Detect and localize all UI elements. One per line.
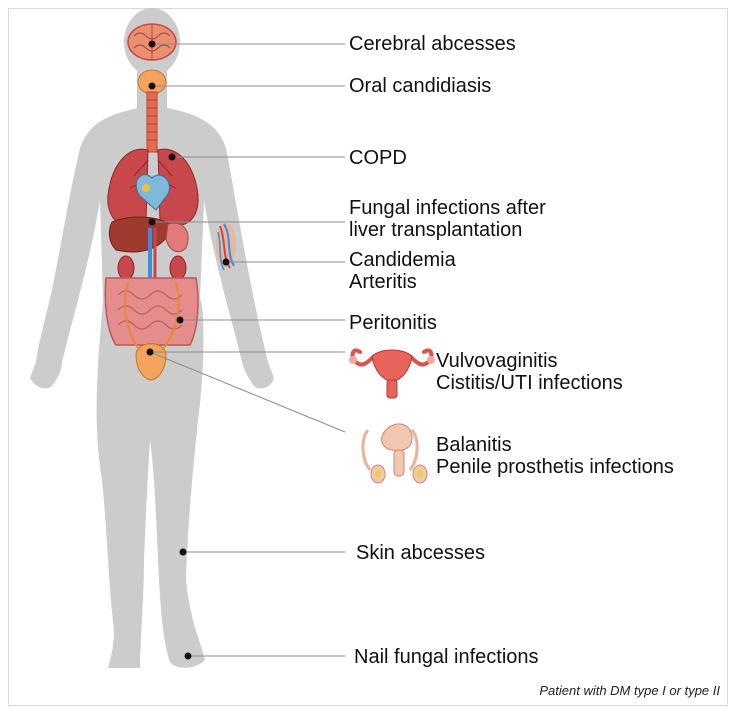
- figure-caption: Patient with DM type I or type II: [539, 683, 720, 698]
- label-nail-fungal-infections: Nail fungal infections: [354, 646, 539, 668]
- label-fungal-infections-line2: liver transplantation: [349, 219, 522, 241]
- male-reproductive-icon: [363, 424, 427, 483]
- marker-dot: [223, 259, 230, 266]
- label-arteritis: Arteritis: [349, 271, 417, 293]
- label-vulvovaginitis: Vulvovaginitis: [436, 350, 558, 372]
- label-cerebral-abcesses: Cerebral abcesses: [349, 33, 516, 55]
- label-copd: COPD: [349, 147, 407, 169]
- marker-dot: [149, 219, 156, 226]
- label-oral-candidiasis: Oral candidiasis: [349, 75, 491, 97]
- label-skin-abcesses: Skin abcesses: [356, 542, 485, 564]
- uterus-icon: [349, 350, 435, 398]
- label-balanitis: Balanitis: [436, 434, 512, 456]
- label-fungal-infections-line1: Fungal infections after: [349, 197, 546, 219]
- label-cistitis-uti: Cistitis/UTI infections: [436, 372, 623, 394]
- intestines-icon: [105, 278, 198, 345]
- marker-dot: [147, 349, 154, 356]
- label-candidemia: Candidemia: [349, 249, 456, 271]
- label-penile-prosthetis: Penile prosthetis infections: [436, 456, 674, 478]
- marker-dot: [180, 549, 187, 556]
- marker-dot: [177, 317, 184, 324]
- marker-dot: [149, 83, 156, 90]
- marker-dot: [169, 154, 176, 161]
- marker-dot: [185, 653, 192, 660]
- marker-dot: [149, 41, 156, 48]
- label-peritonitis: Peritonitis: [349, 312, 437, 334]
